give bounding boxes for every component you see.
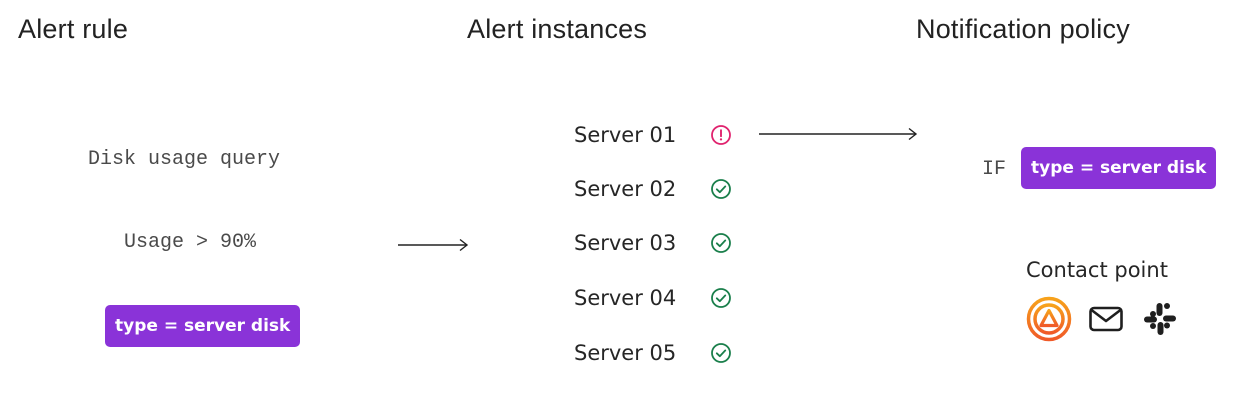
check-circle-icon <box>710 287 732 309</box>
contact-point-icons <box>1026 296 1178 342</box>
check-circle-icon <box>710 342 732 364</box>
instance-name: Server 01 <box>574 123 677 147</box>
email-icon <box>1088 304 1124 334</box>
notification-policy-heading: Notification policy <box>916 14 1130 44</box>
instance-name: Server 04 <box>574 286 677 310</box>
rule-label-tag: type = server disk <box>105 305 301 347</box>
slack-icon <box>1142 301 1178 337</box>
alert-circle-icon <box>710 124 732 146</box>
policy-if-keyword: IF <box>982 158 1007 181</box>
check-circle-icon <box>710 178 732 200</box>
instance-row: Server 05 <box>574 338 732 368</box>
instance-row: Server 01 <box>574 120 732 150</box>
rule-to-instances-arrow <box>398 238 469 252</box>
alert-instances-heading: Alert instances <box>467 14 648 44</box>
contact-point-label: Contact point <box>1026 258 1168 282</box>
instance-row: Server 04 <box>574 283 732 313</box>
instance-to-policy-arrow <box>759 127 918 141</box>
instance-name: Server 03 <box>574 231 677 255</box>
rule-query: Disk usage query <box>88 148 281 171</box>
rule-condition: Usage > 90% <box>124 231 257 254</box>
instance-name: Server 02 <box>574 177 677 201</box>
instance-name: Server 05 <box>574 341 677 365</box>
instance-row: Server 02 <box>574 174 732 204</box>
policy-matcher-tag: type = server disk <box>1021 147 1217 189</box>
check-circle-icon <box>710 232 732 254</box>
grafana-oncall-icon <box>1026 296 1072 342</box>
alert-rule-heading: Alert rule <box>18 14 129 44</box>
instance-row: Server 03 <box>574 228 732 258</box>
